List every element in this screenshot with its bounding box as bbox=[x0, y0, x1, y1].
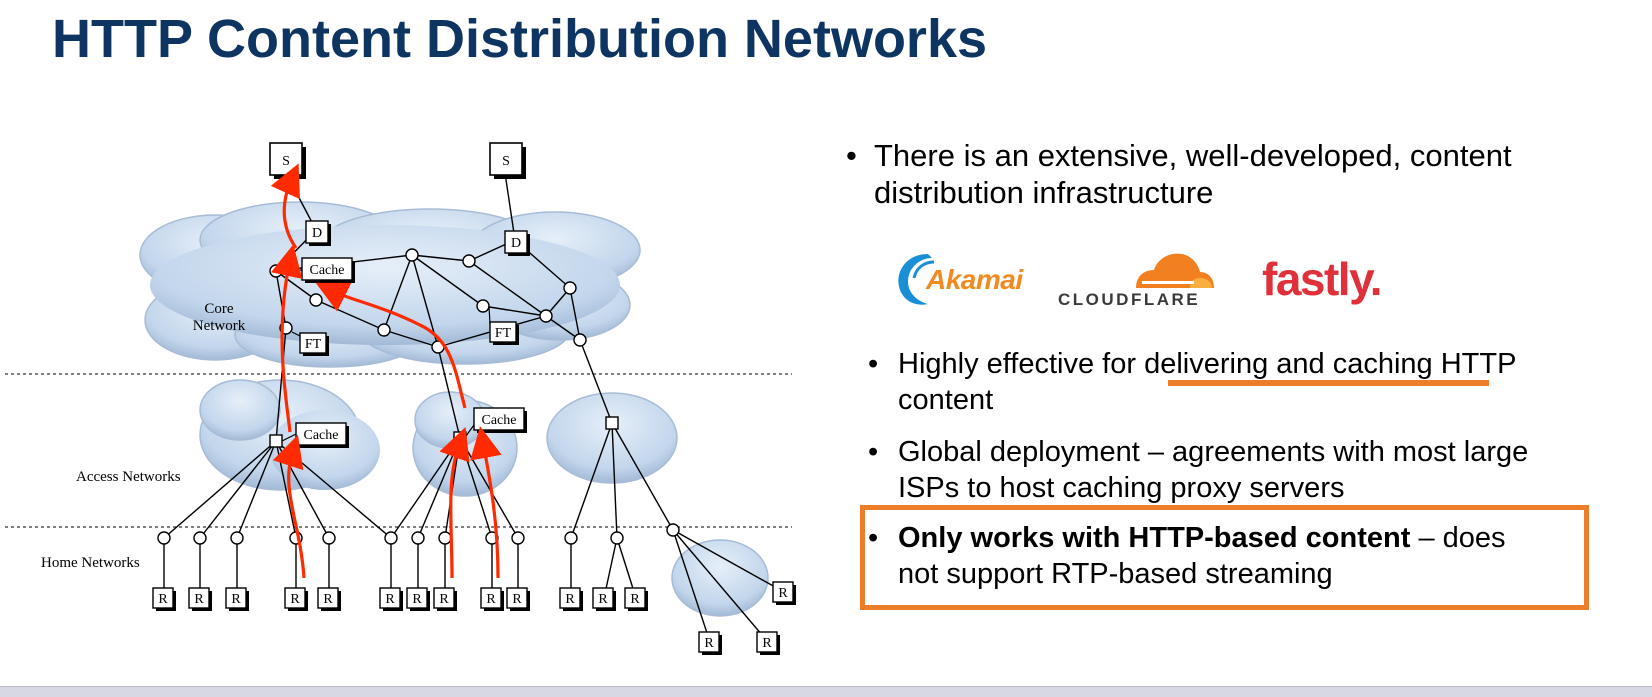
router-label: R bbox=[630, 592, 640, 607]
ft-label: FT bbox=[495, 326, 512, 341]
bullet-dot: • bbox=[868, 436, 879, 468]
router-label: R bbox=[194, 592, 204, 607]
akamai-text: Akamai bbox=[926, 264, 1023, 295]
cache-label: Cache bbox=[310, 263, 345, 278]
home-routers: R R R R R R R R R R R R R R R R bbox=[152, 581, 796, 655]
slide-title: HTTP Content Distribution Networks bbox=[52, 9, 988, 69]
cloudflare-logo: CLOUDFLARE bbox=[1058, 248, 1218, 314]
bullet-main-line1: There is an extensive, well-developed, c… bbox=[874, 138, 1512, 173]
access-networks-label: Access Networks bbox=[76, 469, 181, 485]
server-box-2: S bbox=[489, 142, 526, 179]
fastly-text: fastly. bbox=[1262, 253, 1383, 305]
akamai-swoosh-icon bbox=[898, 254, 935, 305]
cloudflare-cloud-icon bbox=[1136, 253, 1214, 288]
router-label: R bbox=[439, 592, 449, 607]
bullet-sub-1: • Highly effective for delivering and ca… bbox=[868, 346, 1517, 418]
cache-label: Cache bbox=[304, 428, 339, 443]
ft-label: FT bbox=[305, 337, 322, 352]
router-box: R bbox=[480, 587, 504, 611]
bullet-sub-3-line2: not support RTP-based streaming bbox=[898, 558, 1333, 590]
home-network-cloud bbox=[671, 539, 769, 617]
server-box-1: S bbox=[269, 142, 306, 179]
cache-box-core: Cache bbox=[301, 257, 355, 283]
router-box: R bbox=[284, 587, 308, 611]
access-switch-3 bbox=[605, 416, 619, 430]
router-box: R bbox=[188, 587, 212, 611]
ft-box-1: FT bbox=[299, 332, 329, 356]
request-arrows bbox=[270, 163, 502, 579]
router-label: R bbox=[512, 592, 522, 607]
highlight-underline bbox=[1168, 380, 1489, 386]
bullet-main: • There is an extensive, well-developed,… bbox=[846, 137, 1512, 211]
distribution-label: D bbox=[312, 226, 322, 241]
router-label: R bbox=[290, 592, 300, 607]
cloudflare-text: CLOUDFLARE bbox=[1058, 290, 1201, 309]
highlight-box bbox=[860, 505, 1589, 610]
core-network-label-1: Core bbox=[204, 301, 234, 317]
router-label: R bbox=[778, 586, 788, 601]
fastly-logo: fastly. bbox=[1262, 252, 1402, 308]
bullet-sub-3: • Only works with HTTP-based content – d… bbox=[868, 520, 1506, 592]
core-network-label-2: Network bbox=[193, 318, 246, 334]
bullet-sub-3-bold: Only works with HTTP-based content bbox=[898, 522, 1411, 554]
router-box: R bbox=[433, 587, 457, 611]
router-box: R bbox=[379, 587, 403, 611]
cache-box-access-1: Cache bbox=[295, 422, 349, 448]
router-label: R bbox=[486, 592, 496, 607]
router-label: R bbox=[158, 592, 168, 607]
distribution-box-2: D bbox=[504, 230, 530, 256]
router-label: R bbox=[323, 592, 333, 607]
bullet-main-line2: distribution infrastructure bbox=[874, 175, 1214, 210]
core-network-cloud bbox=[139, 201, 641, 368]
router-box: R bbox=[406, 587, 430, 611]
cdn-network-diagram: S S D D Cache FT FT Cache Cache bbox=[5, 142, 796, 655]
router-box: R bbox=[559, 587, 583, 611]
router-box: R bbox=[698, 631, 722, 655]
router-box: R bbox=[772, 581, 796, 605]
bullet-sub-1-line1: Highly effective for delivering and cach… bbox=[898, 348, 1517, 380]
router-label: R bbox=[565, 592, 575, 607]
router-box: R bbox=[756, 631, 780, 655]
cache-box-access-2: Cache bbox=[473, 407, 527, 433]
slide-bottom-bar bbox=[0, 686, 1652, 697]
router-label: R bbox=[598, 592, 608, 607]
router-box: R bbox=[624, 587, 648, 611]
server-label: S bbox=[282, 154, 290, 169]
bullet-sub-2: • Global deployment – agreements with mo… bbox=[868, 434, 1529, 506]
router-box: R bbox=[506, 587, 530, 611]
router-label: R bbox=[412, 592, 422, 607]
bullet-sub-3-line1: Only works with HTTP-based content – doe… bbox=[898, 520, 1506, 556]
router-label: R bbox=[385, 592, 395, 607]
bullet-dot: • bbox=[868, 348, 879, 380]
router-box: R bbox=[225, 587, 249, 611]
akamai-logo: Akamai bbox=[890, 248, 1030, 308]
access-switch-1 bbox=[269, 434, 283, 448]
bullet-sub-3-rest: – does bbox=[1410, 522, 1506, 554]
bullet-dot: • bbox=[868, 522, 879, 554]
bullet-dot: • bbox=[846, 138, 857, 173]
bullet-sub-2-line1: Global deployment – agreements with most… bbox=[898, 436, 1529, 468]
bullet-sub-2-line2: ISPs to host caching proxy servers bbox=[898, 472, 1345, 504]
home-networks-label: Home Networks bbox=[41, 555, 140, 571]
cache-label: Cache bbox=[482, 413, 517, 428]
server-label: S bbox=[502, 154, 510, 169]
router-label: R bbox=[762, 636, 772, 651]
router-box: R bbox=[317, 587, 341, 611]
router-box: R bbox=[152, 587, 176, 611]
bullet-sub-1-line2: content bbox=[898, 384, 994, 416]
distribution-box-1: D bbox=[305, 220, 331, 246]
router-box: R bbox=[592, 587, 616, 611]
distribution-label: D bbox=[511, 236, 521, 251]
ft-box-2: FT bbox=[489, 321, 519, 345]
router-label: R bbox=[231, 592, 241, 607]
router-label: R bbox=[704, 636, 714, 651]
